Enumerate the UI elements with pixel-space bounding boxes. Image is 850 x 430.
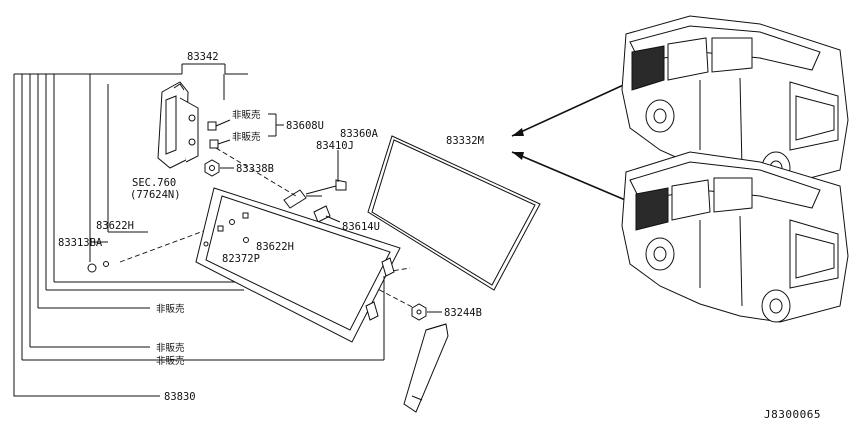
label-83830: 83830 (164, 391, 196, 403)
garnish-83830 (403, 323, 449, 413)
brace-83608u (268, 113, 284, 137)
callout-arrows (511, 81, 631, 203)
label-83342: 83342 (187, 51, 219, 63)
bolt-83410j (283, 150, 347, 209)
weatherstrip-83332m (367, 135, 541, 291)
label-not-for-sale-2: 非販売 (232, 131, 261, 143)
label-not-for-sale-3: 非販売 (156, 303, 185, 315)
label-83313ba: 83313BA (58, 237, 103, 249)
quarter-glass-highlight-lower (635, 187, 669, 231)
quarter-window-glass (195, 187, 401, 343)
label-not-for-sale-4: 非販売 (156, 342, 185, 354)
label-83614u: 83614U (342, 221, 380, 233)
pillar-bracket-part (157, 81, 199, 169)
diagram-code: J8300065 (764, 408, 821, 421)
label-not-for-sale-5: 非販売 (156, 355, 185, 367)
clip-set-83244b (150, 257, 442, 361)
label-not-for-sale-1: 非販売 (232, 109, 261, 121)
label-83622h-a: 83622H (96, 220, 134, 232)
grommet-83313ba (87, 261, 109, 273)
label-sec760-sub: (77624N) (130, 189, 181, 201)
label-82372p: 82372P (222, 253, 260, 265)
clip-83614u (313, 205, 341, 223)
label-sec760: SEC.760 (132, 177, 176, 189)
label-83622h-b: 83622H (256, 241, 294, 253)
label-83360a: 83360A (340, 128, 379, 140)
clip-83608u (207, 119, 231, 149)
quarter-glass-highlight-upper (631, 45, 665, 91)
nut-83338b (204, 159, 234, 177)
van-illustration-lower (621, 151, 849, 323)
label-83608u: 83608U (286, 120, 324, 132)
leader-lines (13, 63, 280, 397)
label-83338b: 83338B (236, 163, 274, 175)
part-labels: 83342 非販売 非販売 83608U 83360A 83410J 83338… (58, 51, 821, 421)
van-illustration-upper (621, 15, 849, 187)
label-83410j: 83410J (316, 140, 354, 152)
label-83244b: 83244B (444, 307, 482, 319)
label-83332m: 83332M (446, 135, 484, 147)
